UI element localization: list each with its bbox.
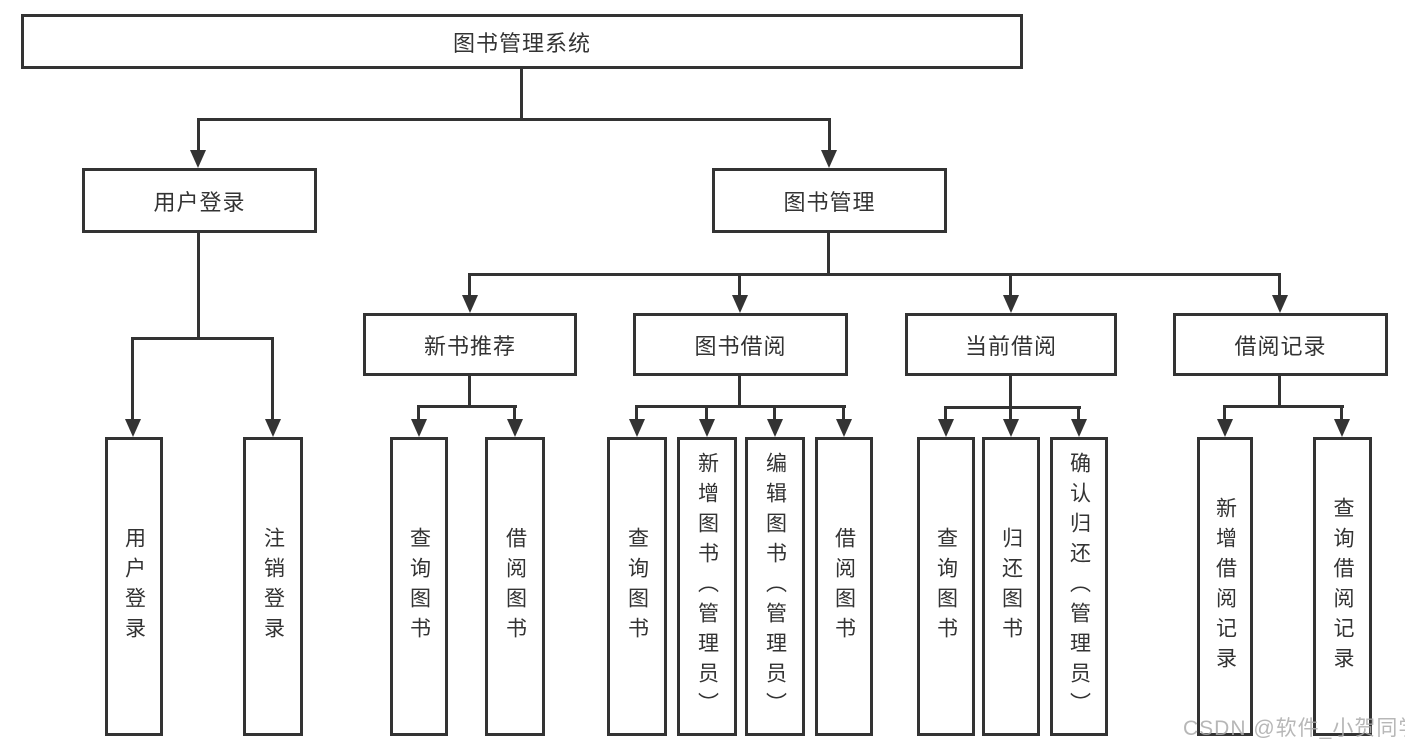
- node-label: 查询借阅记录: [1331, 496, 1354, 677]
- connector-line: [705, 405, 708, 423]
- connector-line: [842, 405, 845, 423]
- node-book-management: 图书管理: [712, 168, 947, 233]
- connector-line: [738, 376, 741, 408]
- node-leaf-query-books-3: 查询图书: [917, 437, 975, 736]
- connector-line: [1009, 406, 1012, 423]
- connector-arrow: [462, 295, 478, 313]
- connector-line: [520, 69, 523, 120]
- connector-line: [1077, 406, 1080, 423]
- connector-line: [1009, 273, 1012, 299]
- connector-line: [828, 118, 831, 154]
- connector-arrow: [1334, 419, 1350, 437]
- connector-line: [1278, 273, 1281, 299]
- connector-line: [635, 405, 638, 423]
- node-leaf-query-books-2: 查询图书: [607, 437, 667, 736]
- connector-line: [944, 406, 1081, 409]
- node-label: 确认归还（管理员）: [1067, 451, 1091, 722]
- connector-arrow: [629, 419, 645, 437]
- connector-arrow: [265, 419, 281, 437]
- node-label: 借阅图书: [503, 526, 527, 647]
- connector-line: [468, 273, 471, 299]
- node-label: 新增借阅记录: [1213, 496, 1237, 677]
- node-label: 借阅图书: [832, 526, 856, 647]
- node-label: 图书借阅: [694, 333, 787, 359]
- node-leaf-query-borrow-record: 查询借阅记录: [1313, 437, 1372, 736]
- node-label: 当前借阅: [964, 333, 1057, 359]
- node-new-book-recommendation: 新书推荐: [363, 313, 577, 376]
- node-label: 归还图书: [999, 526, 1023, 647]
- node-leaf-query-books-1: 查询图书: [390, 437, 448, 736]
- node-label: 图书管理系统: [452, 30, 591, 56]
- connector-arrow: [732, 295, 748, 313]
- connector-line: [197, 233, 200, 340]
- connector-arrow: [938, 419, 954, 437]
- connector-line: [773, 405, 776, 423]
- connector-line: [1223, 405, 1226, 423]
- csdn-watermark: CSDN @软件_小贺同学: [1183, 717, 1405, 740]
- node-label: 注销登录: [261, 526, 285, 647]
- node-leaf-user-login: 用户登录: [105, 437, 163, 736]
- node-label: 编辑图书（管理员）: [763, 451, 787, 722]
- node-book-borrowing: 图书借阅: [633, 313, 848, 376]
- connector-arrow: [1071, 419, 1087, 437]
- connector-line: [197, 118, 831, 121]
- node-label: 用户登录: [122, 526, 146, 647]
- connector-line: [131, 337, 274, 340]
- node-leaf-borrow-books-2: 借阅图书: [815, 437, 873, 736]
- connector-line: [1340, 405, 1343, 423]
- connector-line: [197, 118, 200, 154]
- node-leaf-logout: 注销登录: [243, 437, 303, 736]
- node-label: 新书推荐: [423, 333, 516, 359]
- connector-line: [271, 337, 274, 423]
- connector-line: [468, 376, 471, 408]
- node-label: 查询图书: [934, 526, 958, 647]
- node-library-management-system: 图书管理系统: [21, 14, 1023, 69]
- node-leaf-add-borrow-record: 新增借阅记录: [1197, 437, 1253, 736]
- connector-arrow: [1003, 419, 1019, 437]
- connector-arrow: [836, 419, 852, 437]
- connector-arrow: [125, 419, 141, 437]
- node-leaf-confirm-return-admin: 确认归还（管理员）: [1050, 437, 1108, 736]
- node-label: 借阅记录: [1234, 333, 1327, 359]
- connector-arrow: [507, 419, 523, 437]
- node-leaf-edit-books-admin: 编辑图书（管理员）: [745, 437, 805, 736]
- connector-arrow: [190, 150, 206, 168]
- connector-arrow: [1217, 419, 1233, 437]
- connector-arrow: [767, 419, 783, 437]
- connector-line: [417, 405, 517, 408]
- connector-line: [417, 405, 420, 423]
- node-leaf-return-books: 归还图书: [982, 437, 1040, 736]
- connector-arrow: [411, 419, 427, 437]
- connector-line: [944, 406, 947, 423]
- node-current-borrowing: 当前借阅: [905, 313, 1117, 376]
- connector-line: [1223, 405, 1344, 408]
- node-label: 用户登录: [153, 189, 246, 215]
- node-label: 新增图书（管理员）: [695, 451, 719, 722]
- node-borrowing-records: 借阅记录: [1173, 313, 1388, 376]
- connector-line: [635, 405, 846, 408]
- node-label: 图书管理: [783, 189, 876, 215]
- connector-arrow: [699, 419, 715, 437]
- connector-line: [131, 337, 134, 423]
- connector-arrow: [821, 150, 837, 168]
- connector-line: [513, 405, 516, 423]
- connector-line: [1278, 376, 1281, 408]
- connector-line: [468, 273, 1281, 276]
- node-leaf-add-books-admin: 新增图书（管理员）: [677, 437, 737, 736]
- connector-line: [738, 273, 741, 299]
- node-label: 查询图书: [625, 526, 649, 647]
- node-user-login: 用户登录: [82, 168, 317, 233]
- connector-arrow: [1272, 295, 1288, 313]
- connector-arrow: [1003, 295, 1019, 313]
- node-label: 查询图书: [407, 526, 431, 647]
- connector-line: [1009, 376, 1012, 408]
- connector-line: [827, 233, 830, 276]
- node-leaf-borrow-books-1: 借阅图书: [485, 437, 545, 736]
